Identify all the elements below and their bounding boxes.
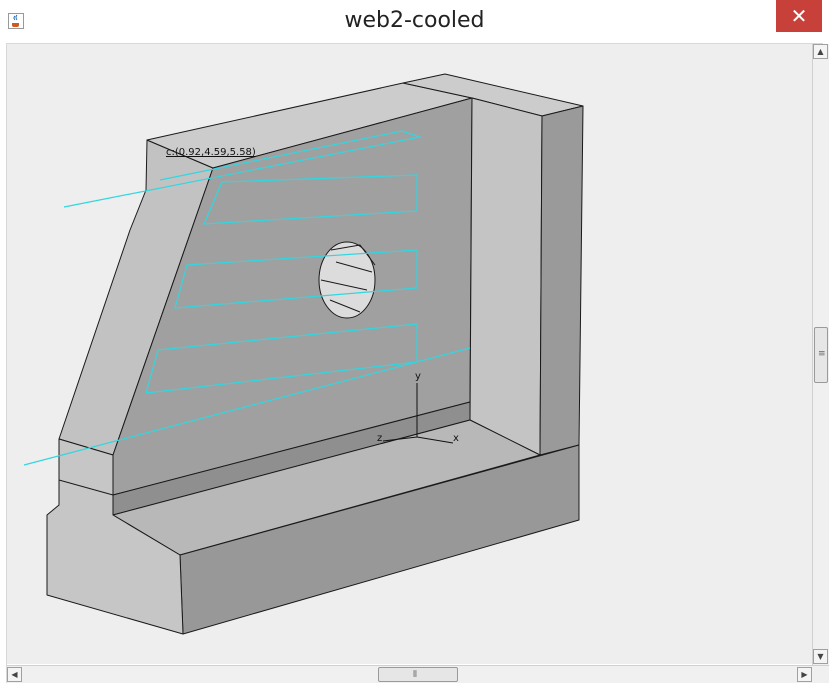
toolpath-slot-2 [174,249,418,309]
toolpath-bottom-line [23,347,471,466]
axis-gizmo [382,383,454,444]
horizontal-scrollbar[interactable]: ◀ ⦀ ▶ [7,665,829,683]
axis-label-x: x [453,433,459,444]
horizontal-scroll-thumb[interactable]: ⦀ [378,667,458,682]
3d-viewport[interactable]: c:(0.92,4.59,5.58) y x z [7,44,812,664]
close-button[interactable]: ✕ [776,0,822,32]
scroll-down-button[interactable]: ▼ [813,649,828,664]
close-icon: ✕ [790,4,808,28]
pillar-face [469,97,543,456]
vertical-scroll-thumb[interactable]: ≡ [814,327,828,383]
hole-inner [320,244,376,313]
grip-icon: ≡ [818,349,826,359]
axis-label-z: z [377,433,383,444]
grip-icon: ⦀ [413,670,417,680]
vertical-scrollbar[interactable]: ▲ ≡ ▼ [812,44,829,665]
window-title: web2-cooled [344,8,485,33]
toolpath-top-line [63,130,423,208]
scroll-right-button[interactable]: ▶ [797,667,812,682]
probe-coordinate-label: c:(0.92,4.59,5.58) [166,147,256,158]
model-render [23,73,584,635]
hole [318,241,376,319]
toolpath-slot-1 [203,174,418,225]
scroll-up-button[interactable]: ▲ [813,44,828,59]
title-bar: web2-cooled ✕ [0,0,829,43]
toolpath-outlines [23,130,471,466]
java-cup-icon[interactable] [8,13,24,29]
scroll-left-button[interactable]: ◀ [7,667,22,682]
pillar-side [539,105,584,456]
axis-label-y: y [415,371,421,382]
